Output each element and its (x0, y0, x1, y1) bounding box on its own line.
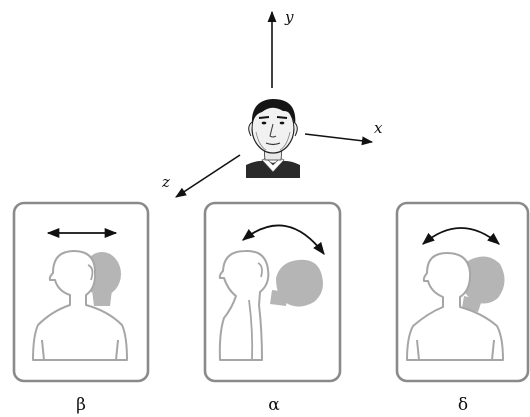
head-silhouette (218, 249, 270, 361)
roll-rotation-arrow (422, 227, 500, 245)
panel-label-delta: δ (458, 395, 468, 415)
panel-label-beta: β (76, 395, 86, 415)
head-silhouette (32, 250, 128, 361)
z-axis-arrow (175, 154, 241, 198)
rotated-head-ghost (270, 259, 323, 307)
z-axis-label: z (161, 173, 170, 191)
rolled-head-ghost (460, 256, 505, 312)
head-portrait-icon (246, 99, 300, 178)
panel-alpha: α (203, 201, 342, 415)
x-axis-label: x (374, 119, 383, 137)
y-axis-label: y (284, 8, 294, 26)
panel-delta: δ (395, 201, 530, 415)
panel-label-alpha: α (268, 395, 280, 415)
coordinate-axes: y x z (161, 8, 383, 198)
panel-beta: β (12, 201, 150, 415)
x-axis-arrow (304, 133, 374, 146)
head-silhouette (406, 252, 504, 361)
pitch-rotation-arrow (242, 224, 325, 256)
